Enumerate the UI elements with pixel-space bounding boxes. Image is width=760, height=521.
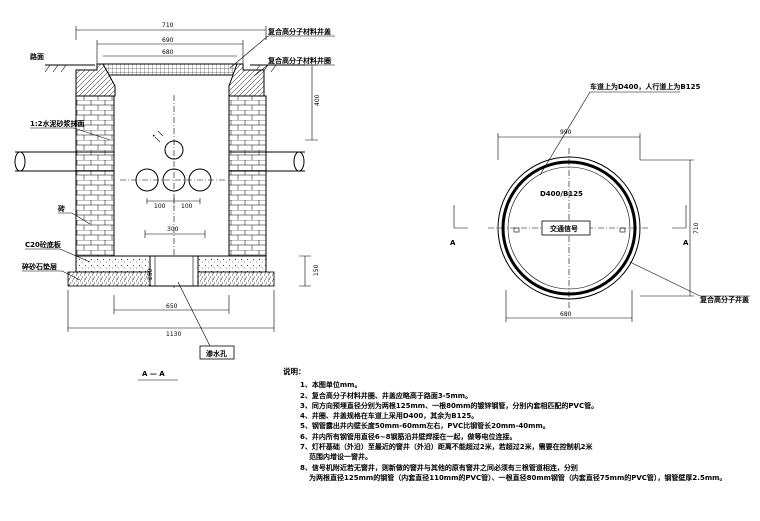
brick-leader bbox=[58, 212, 91, 225]
drain-hole bbox=[149, 255, 199, 287]
depth-text: 400 bbox=[314, 94, 321, 106]
drain-hole-leader bbox=[177, 281, 213, 351]
inner-top-1-text: 690 bbox=[162, 37, 174, 44]
pipe-left bbox=[15, 151, 114, 172]
plan-frame-leader bbox=[629, 261, 750, 297]
note-item: 4、井圈、井盖规格在车道上采用D400，其余为B125。 bbox=[300, 412, 479, 421]
plan-height-dim bbox=[640, 159, 694, 297]
pipe-space-1-text: 100 bbox=[154, 203, 166, 210]
plan-cover-text: 交通信号 bbox=[550, 224, 578, 233]
note-item: 3、同方向预埋直径分别为两根125mm、一根80mm的镀锌钢管，分别内套相匹配的… bbox=[300, 401, 599, 410]
c20-base-leader bbox=[25, 248, 91, 263]
plan-view: A A D400/B125 交通信号 990 680 710 车道上为D400，… bbox=[450, 82, 750, 322]
bottom-inner-text: 650 bbox=[166, 303, 178, 310]
plan-inner-text: 680 bbox=[560, 311, 572, 318]
pipe-right-end bbox=[293, 151, 305, 172]
section-title: A — A bbox=[142, 370, 165, 378]
road-surface-label: 路面 bbox=[30, 52, 44, 61]
section-view: 路面 • 100 100 300 bbox=[14, 22, 335, 381]
gravel-label: 碎砂石垫层 bbox=[22, 262, 57, 271]
cover-label: 复合高分子材料井盖 bbox=[267, 27, 331, 36]
frame-label: 复合高分子材料井圈 bbox=[267, 56, 331, 65]
plan-outer-dim bbox=[497, 133, 641, 160]
brick-label: 砖 bbox=[58, 204, 65, 213]
mortar-label: 1:2水泥砂浆抹面 bbox=[30, 119, 85, 128]
pipe-tick bbox=[154, 130, 164, 143]
pipe-right bbox=[229, 151, 305, 172]
base-thick-text: 150 bbox=[313, 264, 320, 276]
gravel-leader bbox=[22, 270, 81, 281]
c20-base-label: C20砼底板 bbox=[25, 240, 62, 249]
note-item: 1、本图单位mm。 bbox=[300, 381, 362, 390]
hinge-left bbox=[513, 227, 520, 233]
plan-load-note: 车道上为D400，人行道上为B125 bbox=[590, 82, 700, 91]
brick-wall-right bbox=[228, 95, 267, 257]
plan-cover-grade: D400/B125 bbox=[540, 190, 583, 198]
cover-leader bbox=[229, 35, 335, 69]
base-thick-dim bbox=[299, 255, 311, 287]
note-item: 7、灯杆基础（外沿）至最近的窨井（外沿）距离不能超过2米，若超过2米，需要在控制… bbox=[300, 443, 593, 452]
pipe-left-end bbox=[14, 151, 26, 172]
hinge-right bbox=[619, 227, 626, 233]
frame-leader bbox=[253, 64, 335, 77]
bottom-outer-dim bbox=[67, 290, 275, 332]
notes-block: 说明： 1、本图单位mm。 2、复合高分子材料井圈、井盖应略高于路面3-5mm。… bbox=[283, 367, 753, 483]
composite-cover bbox=[96, 63, 244, 76]
drain-hole-label: 渗水孔 bbox=[206, 349, 227, 358]
plan-load-leader bbox=[539, 91, 680, 176]
pipe-space-2-text: 100 bbox=[181, 203, 193, 210]
note-item: 6、井内所有钢管用直径6~8钢筋沿井壁焊接在一起，做等电位连接。 bbox=[300, 432, 517, 441]
soil-hatch bbox=[44, 64, 277, 73]
section-marker-left bbox=[453, 205, 468, 229]
bottom-outer-text: 1130 bbox=[166, 331, 181, 338]
drain-width-dim bbox=[144, 230, 206, 238]
plan-height-text: 710 bbox=[693, 222, 700, 234]
inner-top-2-text: 680 bbox=[162, 49, 174, 56]
plan-inner-dim bbox=[505, 290, 633, 322]
note-item-cont: 范围内增设一窨井。 bbox=[309, 453, 372, 462]
note-item-cont: 为两根直径125mm的钢管（内套直径110mm的PVC管）、一根直径80mm钢管… bbox=[309, 473, 727, 482]
section-mark-left: A bbox=[450, 239, 456, 247]
note-item: 5、钢管露出井内壁长度50mm-60mm左右，PVC比钢管长20mm-40mm。 bbox=[300, 422, 550, 431]
plan-frame-label: 复合高分子井盖 bbox=[699, 295, 749, 304]
note-item: 8、信号机附近若无窨井，则新做的窨井与其他的原有窨井之间必须有三根管道相连，分别 bbox=[300, 463, 578, 472]
outer-top-text: 710 bbox=[162, 22, 174, 29]
note-item: 2、复合高分子材料井圈、井盖应略高于路面3-5mm。 bbox=[300, 391, 473, 400]
pipe-space-dim bbox=[146, 198, 201, 204]
drain-width-text: 300 bbox=[167, 226, 179, 233]
drain-depth-text: 250 bbox=[147, 268, 154, 280]
mortar-leader bbox=[30, 127, 111, 141]
bottom-inner-dim bbox=[113, 295, 230, 314]
section-marker-right bbox=[672, 205, 687, 229]
section-mark-right: A bbox=[683, 239, 689, 247]
pipe-note-mark: • bbox=[152, 133, 156, 140]
brick-wall-left bbox=[75, 95, 115, 257]
notes-title: 说明： bbox=[283, 367, 306, 376]
drain-hole-label-box bbox=[199, 345, 235, 360]
inner-top-dim-1 bbox=[96, 40, 244, 64]
plan-cover-text-box bbox=[541, 220, 591, 236]
